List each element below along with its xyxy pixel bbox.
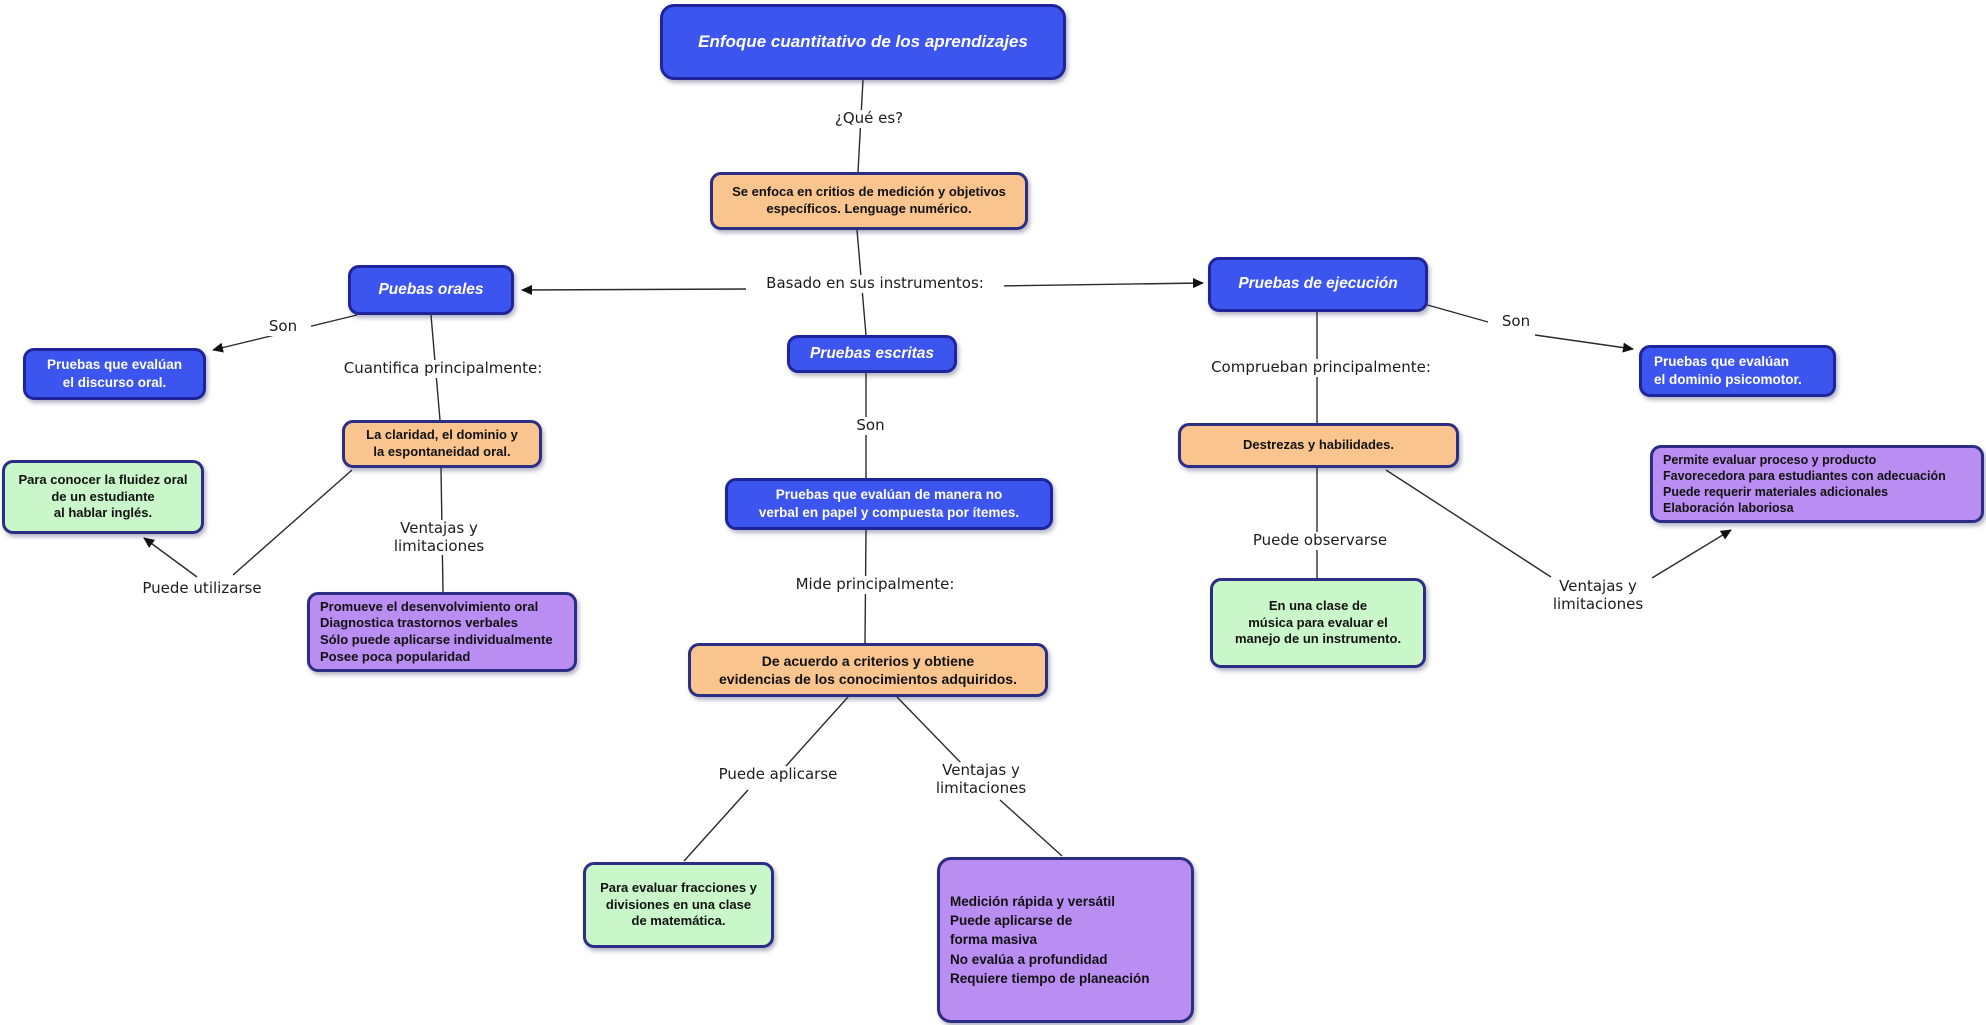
link-label-ventajas-center[interactable]: Ventajas y limitaciones [928, 761, 1034, 798]
connector-line [1385, 469, 1552, 578]
link-label-basado-instrumentos[interactable]: Basado en sus instrumentos: [746, 274, 1004, 293]
connector-line [1423, 303, 1489, 323]
link-label-puede-observarse[interactable]: Puede observarse [1242, 531, 1398, 550]
node-destrezas[interactable]: Destrezas y habilidades. [1178, 423, 1459, 468]
node-no-verbal[interactable]: Pruebas que evalúan de manera no verbal … [725, 478, 1053, 530]
link-label-son-center[interactable]: Son [845, 416, 896, 435]
connector-line [521, 284, 749, 295]
connector-line [1534, 334, 1634, 353]
node-discurso-oral[interactable]: Pruebas que evalúan el discurso oral. [23, 348, 206, 400]
connector-line [896, 696, 963, 765]
connector-line [996, 278, 1204, 289]
link-label-comprueban[interactable]: Comprueban principalmente: [1196, 358, 1446, 377]
node-fracciones[interactable]: Para evaluar fracciones y divisiones en … [583, 862, 774, 948]
link-label-cuantifica[interactable]: Cuantifica principalmente: [330, 359, 556, 378]
node-root[interactable]: Enfoque cuantitativo de los aprendizajes [660, 4, 1066, 80]
connector-line [776, 696, 849, 777]
link-label-ventajas-right[interactable]: Ventajas y limitaciones [1545, 577, 1651, 614]
node-permite-evaluar[interactable]: Permite evaluar proceso y producto Favor… [1650, 445, 1984, 523]
connector-line [232, 469, 353, 576]
node-pruebas-ejecucion[interactable]: Pruebas de ejecución [1208, 257, 1428, 312]
connector-line [1651, 529, 1732, 579]
node-pruebas-escritas[interactable]: Pruebas escritas [787, 335, 957, 373]
node-pruebas-orales[interactable]: Puebas orales [348, 265, 514, 315]
link-label-son-right[interactable]: Son [1488, 312, 1544, 331]
node-promueve[interactable]: Promueve el desenvolvimiento oral Diagno… [307, 592, 577, 672]
connector-line [683, 789, 749, 862]
node-fluidez-oral[interactable]: Para conocer la fluidez oral de un estud… [2, 460, 204, 534]
link-label-puede-aplicarse[interactable]: Puede aplicarse [710, 765, 846, 784]
link-label-ventajas-left[interactable]: Ventajas y limitaciones [390, 519, 488, 556]
connector-line [143, 537, 198, 578]
node-claridad[interactable]: La claridad, el dominio y la espontaneid… [342, 420, 542, 468]
link-label-que-es[interactable]: ¿Qué es? [816, 109, 922, 128]
link-label-mide[interactable]: Mide principalmente: [782, 575, 968, 594]
connector-line [999, 799, 1063, 857]
node-clase-musica[interactable]: En una clase de música para evaluar el m… [1210, 578, 1426, 668]
node-psicomotor[interactable]: Pruebas que evalúan el dominio psicomoto… [1639, 345, 1836, 397]
node-definicion[interactable]: Se enfoca en critios de medición y objet… [710, 172, 1028, 230]
link-label-puede-utilizarse[interactable]: Puede utilizarse [133, 579, 271, 598]
node-de-acuerdo[interactable]: De acuerdo a criterios y obtiene evidenc… [688, 643, 1048, 697]
node-medicion-rapida[interactable]: Medición rápida y versátil Puede aplicar… [937, 857, 1194, 1023]
link-label-son-left[interactable]: Son [255, 317, 311, 336]
